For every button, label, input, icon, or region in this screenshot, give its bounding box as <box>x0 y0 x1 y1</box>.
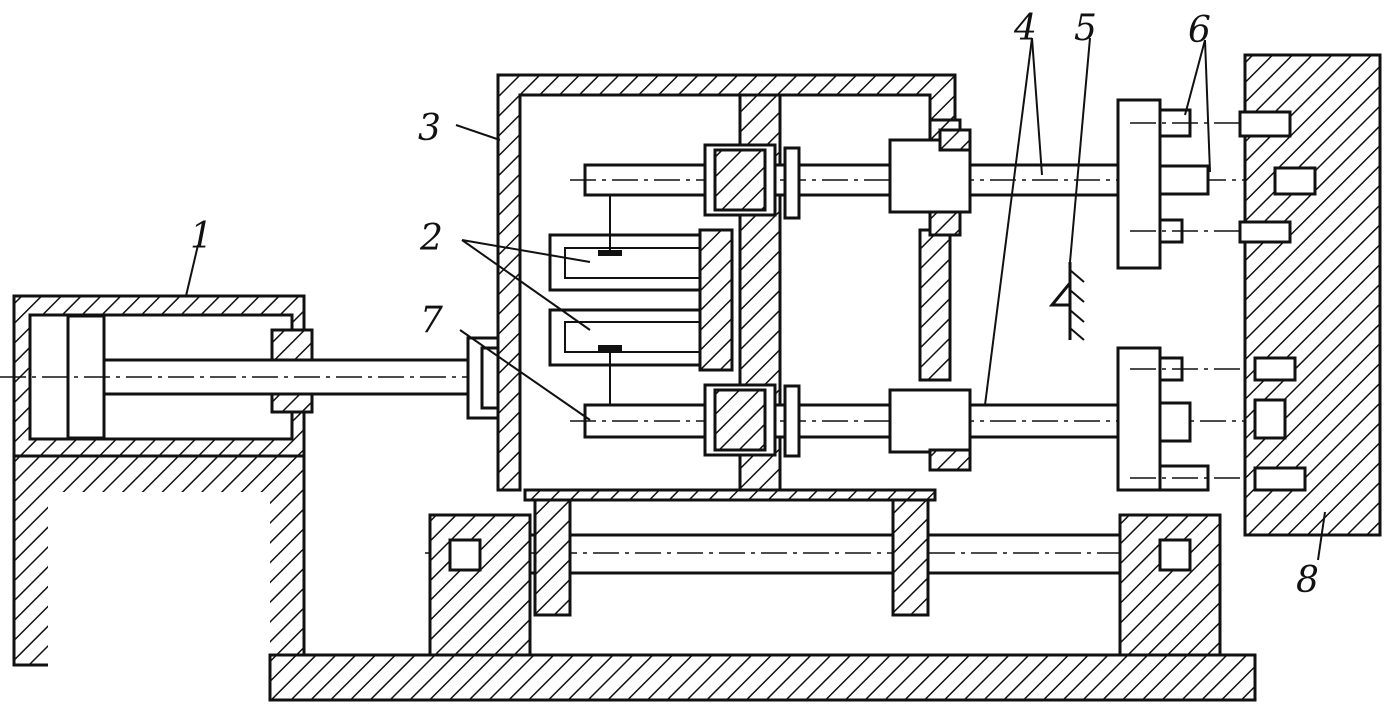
label-2: 2 <box>419 218 443 259</box>
tool-head-upper <box>1116 98 1300 270</box>
base-frame <box>12 453 1257 705</box>
guide-rail <box>425 498 1222 657</box>
rod-flange <box>466 336 500 420</box>
part-labels: 1 2 3 4 5 6 7 8 <box>190 8 1319 601</box>
hydraulic-cylinder <box>0 294 476 458</box>
label-6: 6 <box>1188 10 1211 51</box>
spring-cups <box>548 228 734 372</box>
label-3: 3 <box>418 108 441 149</box>
leader-lines <box>185 37 1326 561</box>
upper-spindle <box>570 128 1330 256</box>
label-1: 1 <box>190 216 213 257</box>
label-4: 4 <box>1013 8 1037 49</box>
label-5: 5 <box>1074 8 1097 49</box>
workpiece <box>1238 53 1382 537</box>
lower-spindle <box>570 345 1330 472</box>
tool-head-lower <box>1116 346 1320 492</box>
label-8: 8 <box>1296 560 1319 601</box>
label-7: 7 <box>420 300 443 341</box>
fixed-support-symbol <box>1048 262 1085 341</box>
